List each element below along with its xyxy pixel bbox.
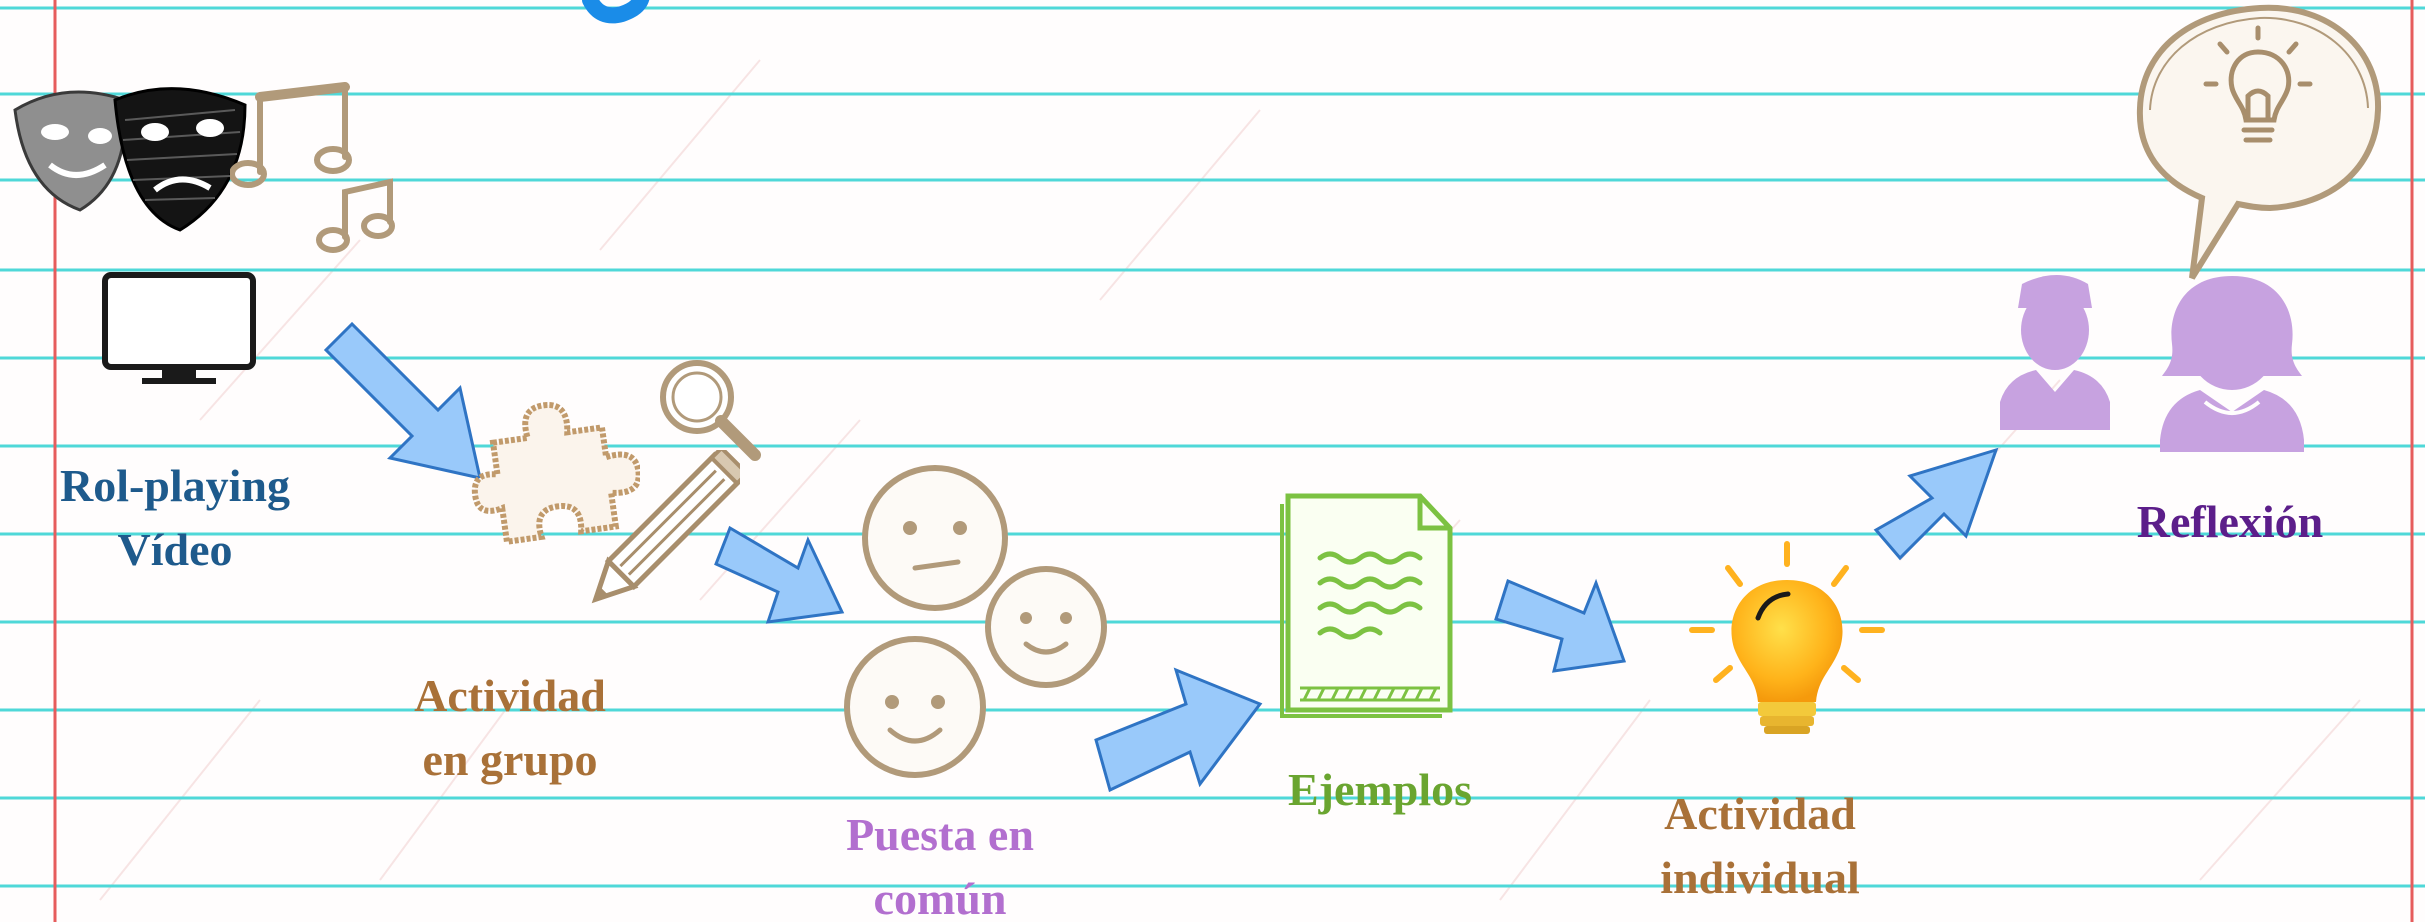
magnifying-glass-icon: [660, 360, 761, 461]
pencil-icon: [591, 450, 740, 604]
step-label-puesta-en-comun: Puesta en común: [800, 803, 1080, 922]
step-label-ejemplos: Ejemplos: [1245, 758, 1515, 822]
flow-arrow-icon: [1873, 447, 1999, 561]
theater-masks-icon: [13, 87, 247, 232]
step-label-line: Actividad: [414, 670, 606, 721]
speech-bubble-lightbulb-icon: [2136, 4, 2382, 280]
step-label-line: Vídeo: [117, 524, 233, 575]
flow-arrow-icon: [1094, 667, 1263, 793]
step-label-line: en grupo: [422, 734, 598, 785]
step-label-reflexion: Reflexión: [2095, 490, 2365, 554]
puzzle-piece-icon: [471, 402, 640, 546]
step-label-line: individual: [1660, 852, 1860, 903]
music-notes-icon: [230, 82, 395, 253]
step-label-line: Actividad: [1664, 788, 1856, 839]
title-fragment: [582, 0, 650, 24]
step-label-line: Rol-playing: [59, 460, 291, 511]
step-label-line: Reflexión: [2136, 496, 2324, 547]
flow-arrow-icon: [1494, 578, 1627, 673]
step-label-line: común: [873, 873, 1007, 922]
document-icon: [1280, 493, 1453, 718]
step-label-actividad-individual: Actividad individual: [1625, 782, 1895, 910]
faces-icon: [844, 465, 1107, 778]
step-label-line: Puesta en: [846, 809, 1034, 860]
rule-lines: [0, 6, 2425, 888]
people-icon: [2000, 275, 2304, 452]
step-label-rol-playing-video: Rol-playing Vídeo: [35, 454, 315, 582]
monitor-icon: [102, 272, 256, 384]
lightbulb-icon: [1689, 541, 1885, 734]
step-label-line: Ejemplos: [1288, 764, 1472, 815]
flow-arrow-icon: [323, 321, 482, 480]
step-label-actividad-en-grupo: Actividad en grupo: [375, 664, 645, 792]
flow-arrow-icon: [714, 525, 845, 624]
